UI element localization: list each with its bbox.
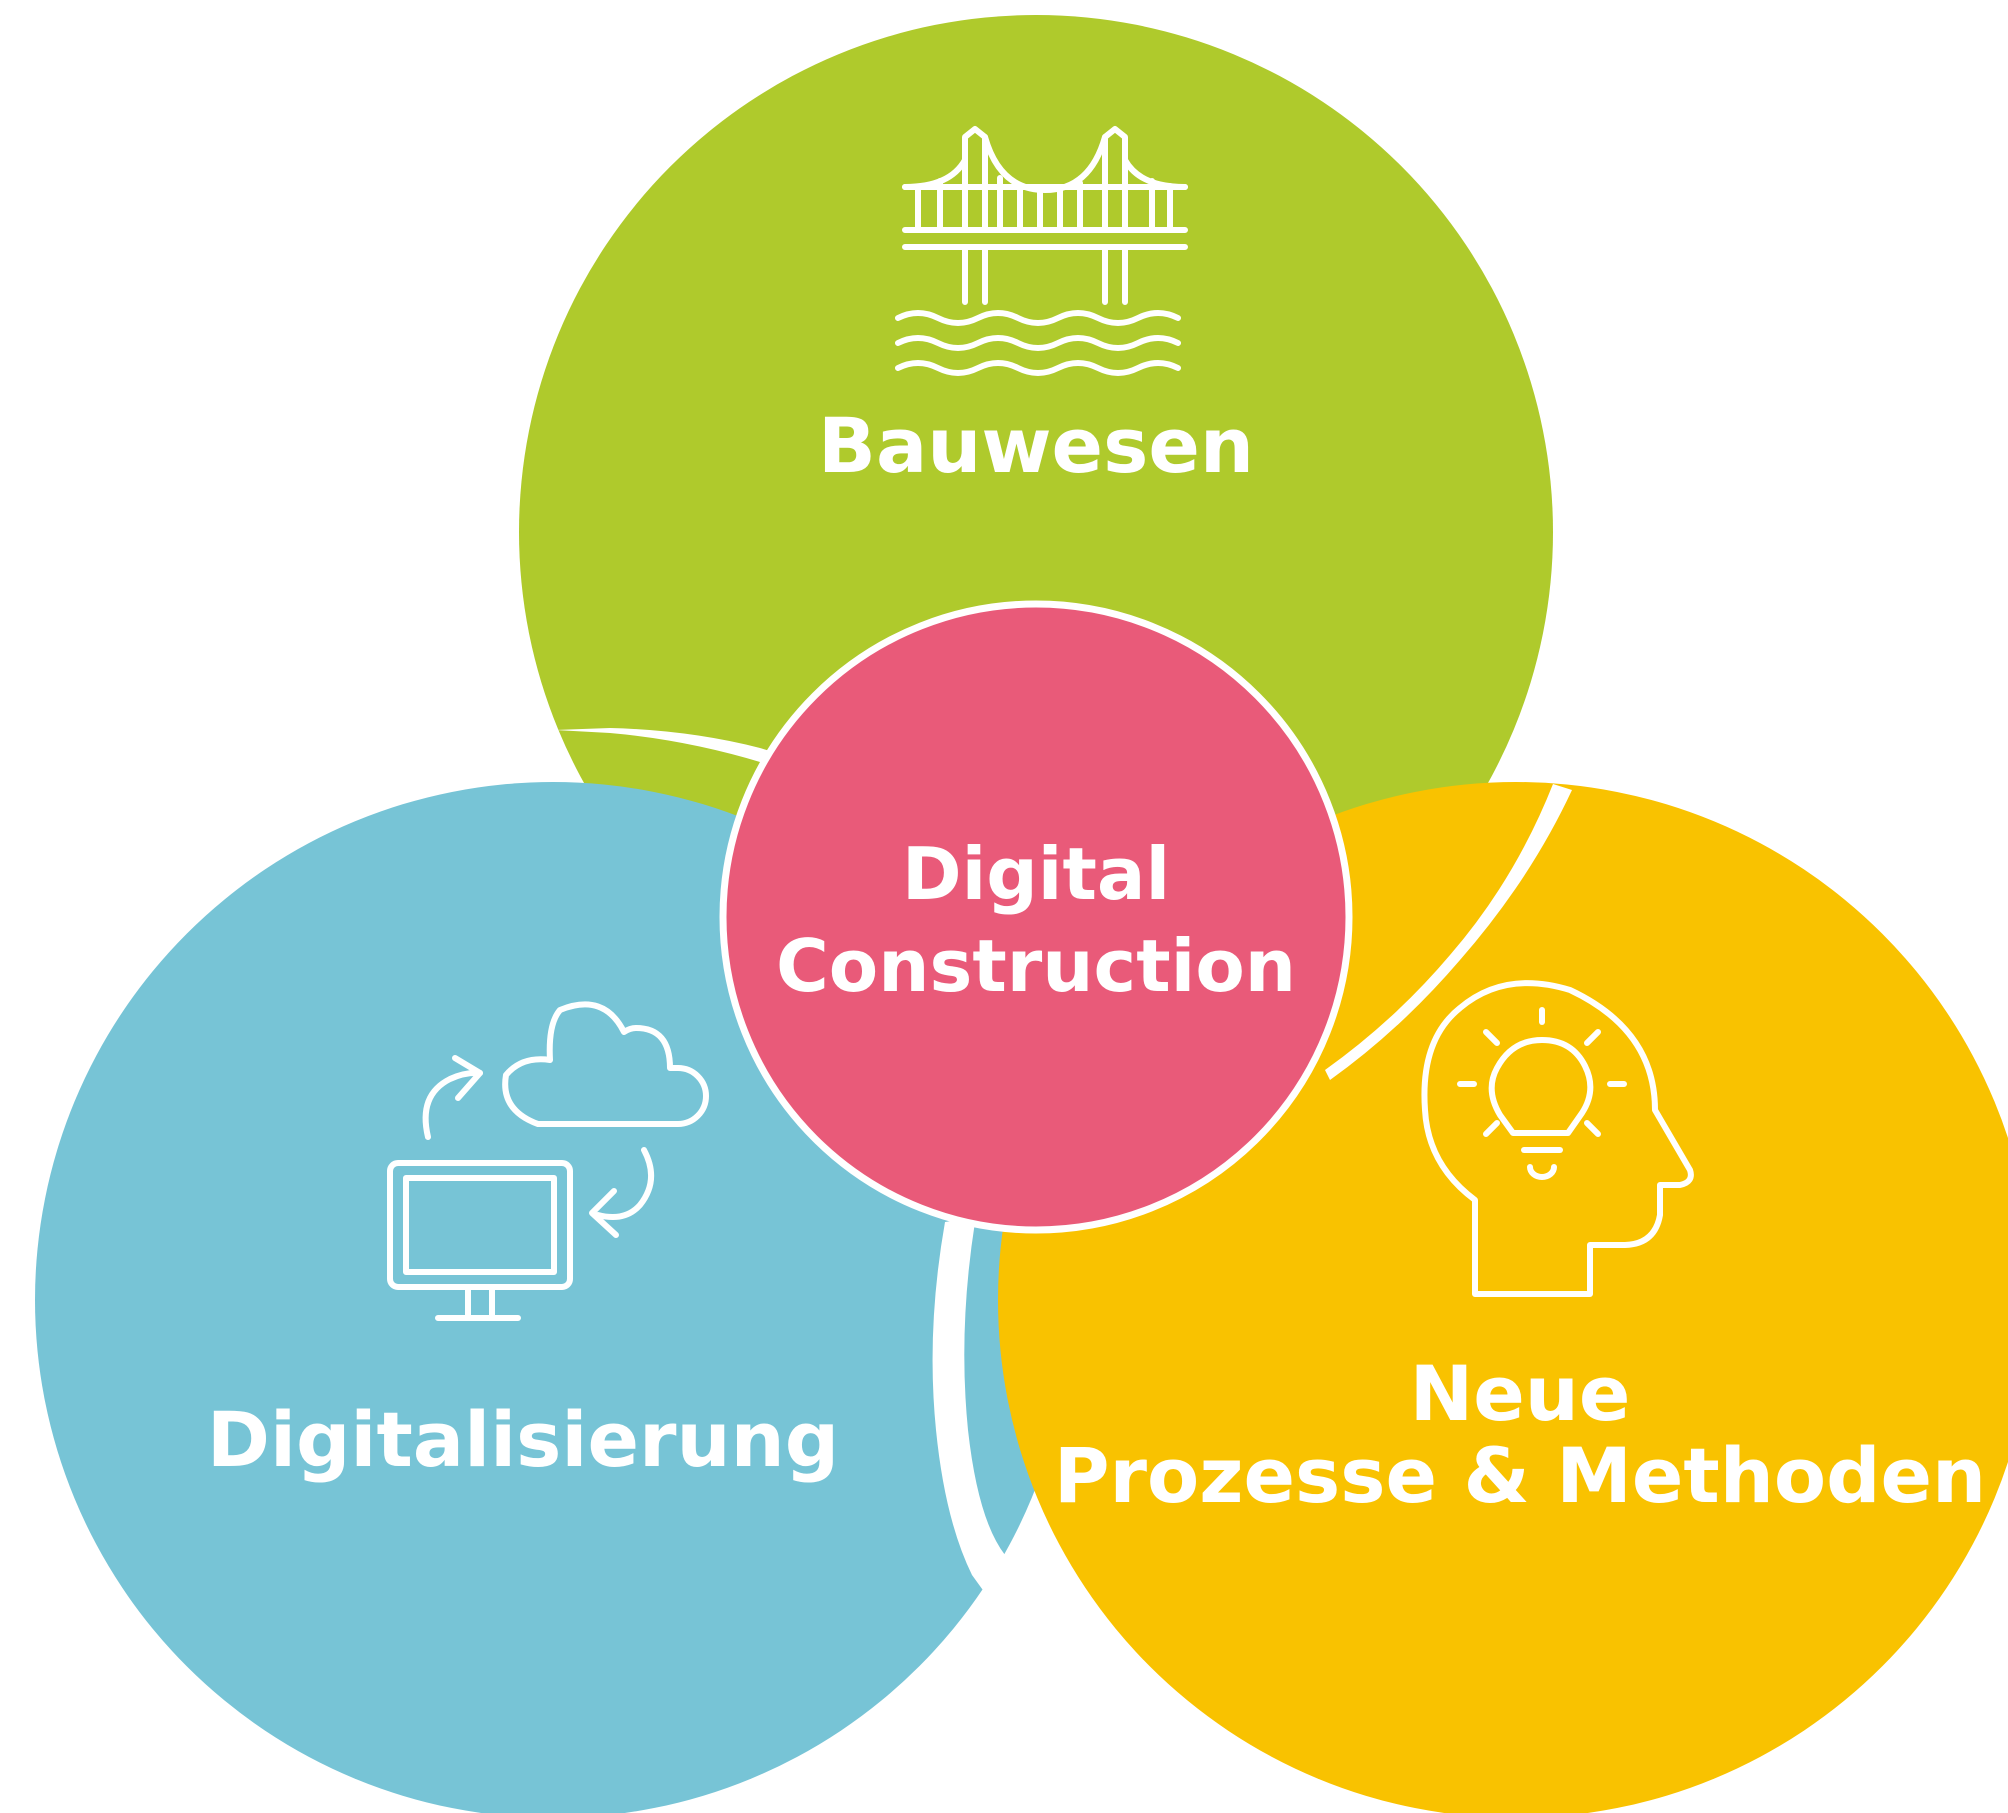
left-circle-label: Digitalisierung xyxy=(207,1395,839,1484)
gap-top-left xyxy=(555,728,810,780)
top-circle-label: Bauwesen xyxy=(818,401,1254,490)
center-label-line2: Construction xyxy=(776,924,1296,1008)
center-label-line1: Digital xyxy=(902,832,1170,916)
head-lightbulb-icon xyxy=(1421,980,1694,1297)
bridge-icon xyxy=(895,126,1188,376)
center-circle-digital-construction xyxy=(719,600,1353,1234)
gap-top-right xyxy=(1325,784,1572,1080)
right-circle-label-line2: Prozesse & Methoden xyxy=(1054,1431,1986,1520)
computer-cloud-sync-icon xyxy=(387,1001,709,1321)
right-circle-label-line1: Neue xyxy=(1410,1349,1631,1438)
gap-left-right xyxy=(932,1220,1005,1593)
